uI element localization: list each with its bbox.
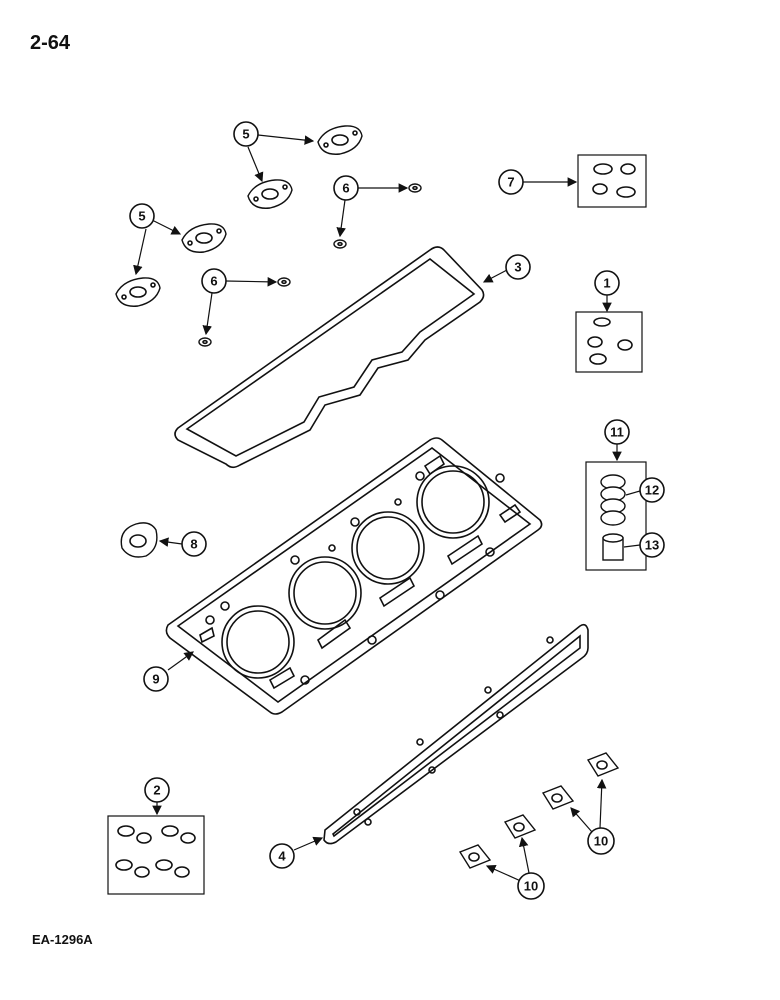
box-2-orings xyxy=(107,815,205,895)
figure-code: EA-1296A xyxy=(32,932,93,947)
svg-text:7: 7 xyxy=(507,175,514,190)
callout-6: 6 xyxy=(333,175,359,201)
svg-text:1: 1 xyxy=(603,276,610,291)
svg-text:3: 3 xyxy=(514,260,521,275)
square-gasket-part xyxy=(541,785,575,810)
manifold-gasket-part xyxy=(317,125,363,155)
callout-10: 10 xyxy=(587,827,615,855)
page-number: 2-64 xyxy=(30,32,71,54)
side-cover-gasket-part xyxy=(323,623,589,845)
svg-text:5: 5 xyxy=(242,127,249,142)
callout-6: 6 xyxy=(201,268,227,294)
square-gasket-part xyxy=(503,814,537,839)
callout-7: 7 xyxy=(498,169,524,195)
callout-10: 10 xyxy=(517,872,545,900)
manifold-gasket-part xyxy=(247,179,293,209)
svg-text:11: 11 xyxy=(610,425,624,440)
washer-part xyxy=(333,239,347,249)
box-11-valve-seals xyxy=(585,461,647,571)
svg-text:10: 10 xyxy=(594,834,608,849)
washer-part xyxy=(408,183,422,193)
rocker-cover-gasket-part xyxy=(174,246,485,469)
callout-5: 5 xyxy=(233,121,259,147)
leader-lines xyxy=(133,134,641,883)
callout-1: 1 xyxy=(594,270,620,296)
callout-3: 3 xyxy=(505,254,531,280)
callout-4: 4 xyxy=(269,843,295,869)
box-1-orings xyxy=(575,311,643,373)
svg-text:6: 6 xyxy=(210,274,217,289)
svg-text:6: 6 xyxy=(342,181,349,196)
svg-text:2: 2 xyxy=(153,783,160,798)
manifold-gasket-part xyxy=(115,277,161,307)
square-gasket-part xyxy=(586,752,620,777)
square-gasket-part xyxy=(458,844,492,869)
callout-11: 11 xyxy=(604,419,630,445)
svg-text:9: 9 xyxy=(152,672,159,687)
callout-13: 13 xyxy=(639,532,665,558)
callout-8: 8 xyxy=(181,531,207,557)
svg-text:10: 10 xyxy=(524,879,538,894)
callout-12: 12 xyxy=(639,477,665,503)
callout-9: 9 xyxy=(143,666,169,692)
flange-gasket-part xyxy=(120,522,158,558)
washer-part xyxy=(277,277,291,287)
callout-2: 2 xyxy=(144,777,170,803)
svg-text:5: 5 xyxy=(138,209,145,224)
cylinder-head-gasket-part xyxy=(165,437,543,715)
box-7-orings xyxy=(577,154,647,208)
svg-text:12: 12 xyxy=(645,483,659,498)
svg-text:13: 13 xyxy=(645,538,659,553)
svg-text:4: 4 xyxy=(278,849,286,864)
callout-5: 5 xyxy=(129,203,155,229)
svg-text:8: 8 xyxy=(190,537,197,552)
manifold-gasket-part xyxy=(181,223,227,253)
washer-part xyxy=(198,337,212,347)
